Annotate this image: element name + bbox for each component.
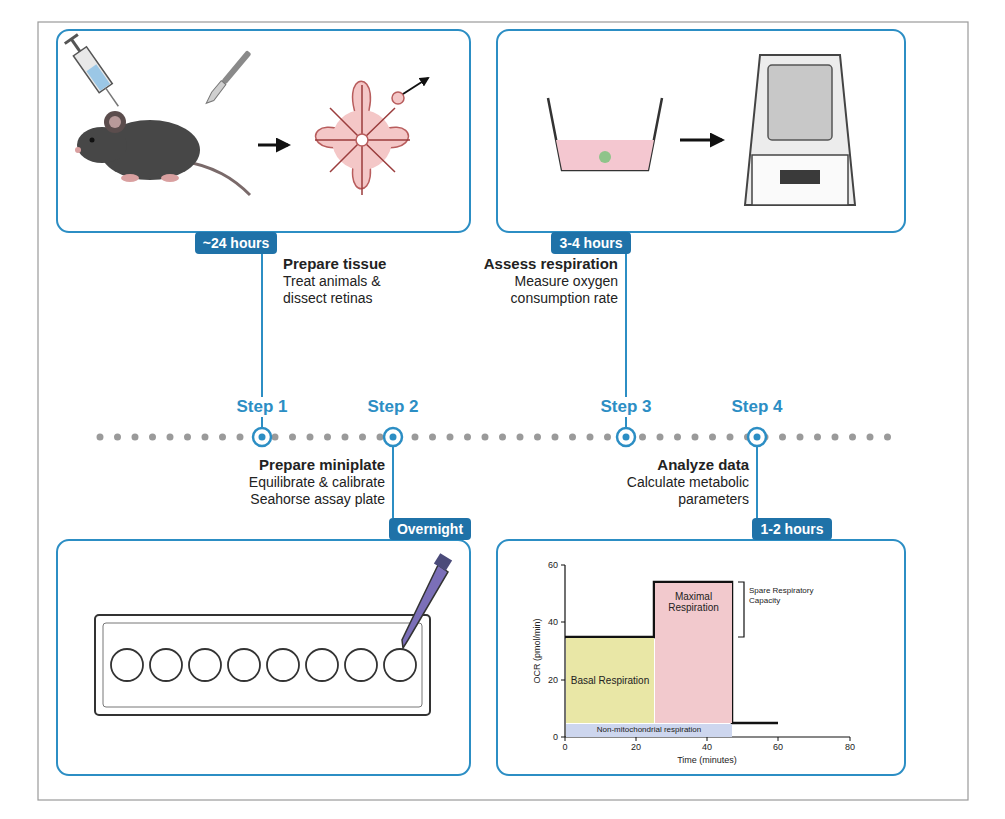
leader-line xyxy=(392,446,394,518)
miniplate xyxy=(95,615,430,715)
panel xyxy=(497,540,905,775)
step-marker xyxy=(384,428,402,446)
ocr-chart xyxy=(561,565,850,741)
chart-region: Basal Respiration xyxy=(566,638,654,723)
retina xyxy=(315,81,410,195)
node-text: Non-mitochondrial respiration xyxy=(597,726,702,735)
panel xyxy=(497,30,905,232)
assay-well xyxy=(548,98,662,170)
node-text: Maximal Respiration xyxy=(658,591,729,613)
timeline-dots xyxy=(100,434,905,441)
step-text: Measure oxygen consumption rate xyxy=(493,273,618,307)
duration-tab: 3-4 hours xyxy=(551,232,630,254)
seahorse-analyzer xyxy=(745,55,855,205)
chart-label: 0 xyxy=(562,742,567,753)
mouse-illustration xyxy=(75,111,250,195)
step-label: Step 1 xyxy=(233,397,290,417)
step-label: Step 2 xyxy=(364,397,421,417)
step-text: Treat animals & dissect retinas xyxy=(283,273,408,307)
step-text: Equilibrate & calibrate Seahorse assay p… xyxy=(220,474,385,508)
node-text: Overnight xyxy=(397,521,463,537)
step-marker xyxy=(617,428,635,446)
panel xyxy=(57,540,470,775)
duration-tab: ~24 hours xyxy=(195,232,278,254)
step-label: Step 4 xyxy=(728,397,785,417)
step-text: Prepare tissue xyxy=(283,255,386,273)
leader-line xyxy=(756,446,758,518)
chart-label: 0 xyxy=(553,732,558,743)
node-text: 3-4 hours xyxy=(559,235,622,251)
chart-label: 80 xyxy=(845,742,855,753)
step-label: Step 3 xyxy=(597,397,654,417)
arrow xyxy=(680,139,722,142)
step-marker xyxy=(253,428,271,446)
duration-tab: Overnight xyxy=(389,518,471,540)
chart-label: 40 xyxy=(702,742,712,753)
chart-label: 20 xyxy=(548,675,558,686)
chart-label: 40 xyxy=(548,617,558,628)
step-text: Assess respiration xyxy=(484,255,618,273)
chart-label: 20 xyxy=(631,742,641,753)
chart-label: OCR (pmol/min) xyxy=(532,618,543,683)
step-text: Analyze data xyxy=(657,456,749,474)
step-marker xyxy=(748,428,766,446)
chart-label: Spare Respiratory Capacity xyxy=(749,586,821,605)
chart-label: 60 xyxy=(548,560,558,571)
chart-region: Maximal Respiration xyxy=(655,583,732,723)
step-text: Calculate metabolic parameters xyxy=(609,474,749,508)
arrow xyxy=(258,144,288,147)
chart-label: 60 xyxy=(773,742,783,753)
node-text: ~24 hours xyxy=(203,235,270,251)
arrow xyxy=(403,78,428,94)
chart-region: Non-mitochondrial respiration xyxy=(566,724,732,737)
duration-tab: 1-2 hours xyxy=(752,518,831,540)
outer-frame xyxy=(38,22,968,800)
node-text: 1-2 hours xyxy=(760,521,823,537)
step-text: Prepare miniplate xyxy=(259,456,385,474)
scalpel xyxy=(204,50,252,106)
pipette xyxy=(402,553,452,648)
panel xyxy=(57,30,470,232)
syringe xyxy=(65,34,125,110)
node-text: Basal Respiration xyxy=(571,675,649,686)
chart-label: Time (minutes) xyxy=(677,755,737,766)
ocr-trace xyxy=(565,582,778,723)
